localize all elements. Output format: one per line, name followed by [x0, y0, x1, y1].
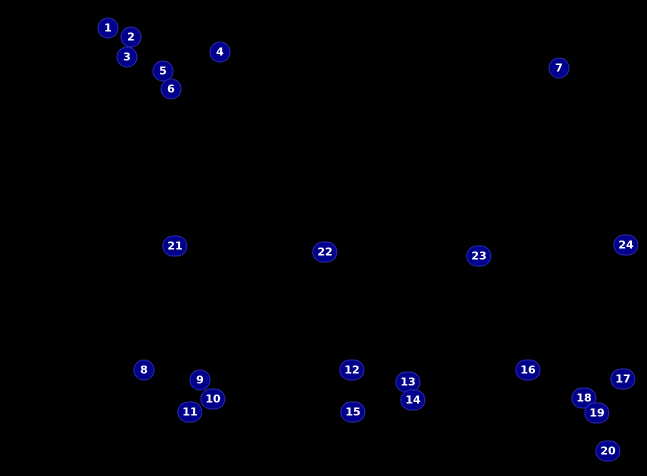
som-marker-16[interactable]: 16 [515, 359, 541, 381]
som-marker-label: 8 [140, 363, 148, 377]
som-marker-1[interactable]: 1 [97, 17, 119, 39]
som-marker-label: 24 [618, 238, 634, 252]
som-marker-19[interactable]: 19 [584, 402, 610, 424]
som-marker-label: 23 [471, 249, 487, 263]
som-marker-label: 16 [520, 363, 536, 377]
som-marker-label: 21 [167, 239, 183, 253]
som-marker-14[interactable]: 14 [400, 389, 426, 411]
som-marker-24[interactable]: 24 [613, 234, 639, 256]
som-marker-label: 1 [104, 21, 112, 35]
som-marker-label: 20 [600, 444, 616, 458]
som-marker-label: 14 [405, 393, 421, 407]
som-marker-label: 3 [123, 50, 131, 64]
som-marker-15[interactable]: 15 [340, 401, 366, 423]
som-marker-4[interactable]: 4 [209, 41, 231, 63]
som-marker-21[interactable]: 21 [162, 235, 188, 257]
som-marker-label: 22 [317, 245, 333, 259]
som-marker-label: 5 [159, 64, 167, 78]
som-marker-label: 4 [216, 45, 224, 59]
som-marker-23[interactable]: 23 [466, 245, 492, 267]
som-marker-11[interactable]: 11 [177, 401, 203, 423]
som-marker-label: 12 [344, 363, 360, 377]
som-marker-12[interactable]: 12 [339, 359, 365, 381]
som-marker-10[interactable]: 10 [200, 388, 226, 410]
som-marker-label: 17 [615, 372, 631, 386]
som-marker-label: 13 [400, 375, 416, 389]
som-marker-2[interactable]: 2 [120, 26, 142, 48]
som-marker-label: 18 [576, 391, 592, 405]
som-marker-label: 19 [589, 406, 605, 420]
som-marker-3[interactable]: 3 [116, 46, 138, 68]
som-marker-label: 6 [167, 82, 175, 96]
som-marker-label: 2 [127, 30, 135, 44]
som-marker-label: 10 [205, 392, 221, 406]
som-marker-13[interactable]: 13 [395, 371, 421, 393]
som-marker-label: 7 [555, 61, 563, 75]
som-marker-20[interactable]: 20 [595, 440, 621, 462]
som-marker-label: 11 [182, 405, 198, 419]
som-marker-label: 9 [196, 373, 204, 387]
som-marker-8[interactable]: 8 [133, 359, 155, 381]
som-marker-label: 15 [345, 405, 361, 419]
som-marker-17[interactable]: 17 [610, 368, 636, 390]
som-marker-7[interactable]: 7 [548, 57, 570, 79]
som-marker-9[interactable]: 9 [189, 369, 211, 391]
som-marker-6[interactable]: 6 [160, 78, 182, 100]
som-marker-22[interactable]: 22 [312, 241, 338, 263]
